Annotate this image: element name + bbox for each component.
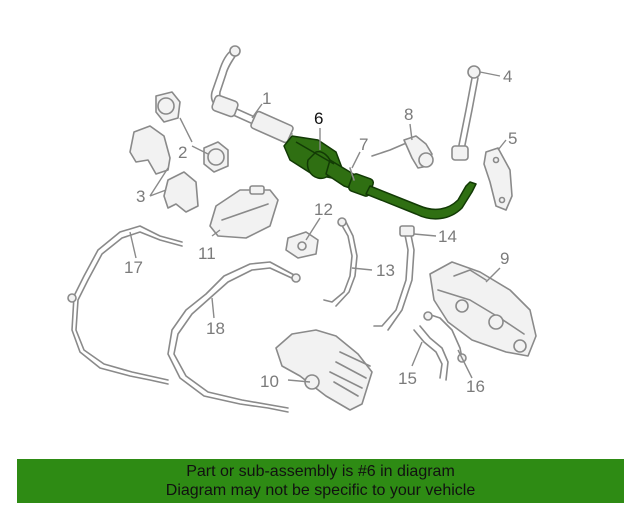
part-info-banner: Part or sub-assembly is #6 in diagram Di… (17, 459, 624, 503)
callout-17: 17 (124, 258, 143, 277)
callout-8: 8 (404, 105, 413, 124)
callout-2: 2 (178, 143, 187, 162)
highlighted-part-6[interactable] (283, 135, 477, 220)
banner-line-1: Part or sub-assembly is #6 in diagram (186, 463, 455, 480)
sensor-part-8[interactable] (371, 135, 434, 169)
parts-diagram: 1 2 3 4 5 6 7 8 9 10 11 12 13 14 15 16 1… (67, 45, 537, 413)
callout-9: 9 (500, 249, 509, 268)
control-module-part-11[interactable] (209, 185, 279, 239)
callout-13: 13 (376, 261, 395, 280)
callout-18: 18 (206, 319, 225, 338)
hose-part-13[interactable] (323, 217, 358, 307)
callout-14: 14 (438, 227, 457, 246)
stabilizer-bar-part-1[interactable] (210, 45, 294, 144)
hose-part-14[interactable] (373, 225, 415, 331)
callout-6: 6 (314, 109, 323, 128)
plate-part-5[interactable] (483, 147, 513, 211)
bushing-part-2[interactable] (155, 91, 229, 173)
line-part-18[interactable] (167, 261, 301, 413)
bracket-part-3[interactable] (129, 125, 199, 213)
callout-15: 15 (398, 369, 417, 388)
callout-10: 10 (260, 372, 279, 391)
hose-part-15[interactable] (413, 325, 449, 381)
link-rod-part-4[interactable] (451, 65, 481, 161)
leader-lines (129, 71, 507, 383)
callout-12: 12 (314, 200, 333, 219)
valve-block-part-9[interactable] (429, 261, 537, 357)
callout-16: 16 (466, 377, 485, 396)
line-part-17[interactable] (67, 225, 183, 385)
callout-3: 3 (136, 187, 145, 206)
callout-7: 7 (359, 135, 368, 154)
callout-11: 11 (198, 244, 216, 263)
sensor-part-12[interactable] (285, 231, 319, 259)
callout-4: 4 (503, 67, 512, 86)
part-7[interactable] (349, 167, 355, 181)
callout-1: 1 (262, 89, 271, 108)
callout-5: 5 (508, 129, 517, 148)
callout-labels: 1 2 3 4 5 6 7 8 9 10 11 12 13 14 15 16 1… (124, 67, 517, 396)
banner-line-2: Diagram may not be specific to your vehi… (165, 482, 476, 499)
mounting-bracket-part-10[interactable] (275, 329, 373, 411)
